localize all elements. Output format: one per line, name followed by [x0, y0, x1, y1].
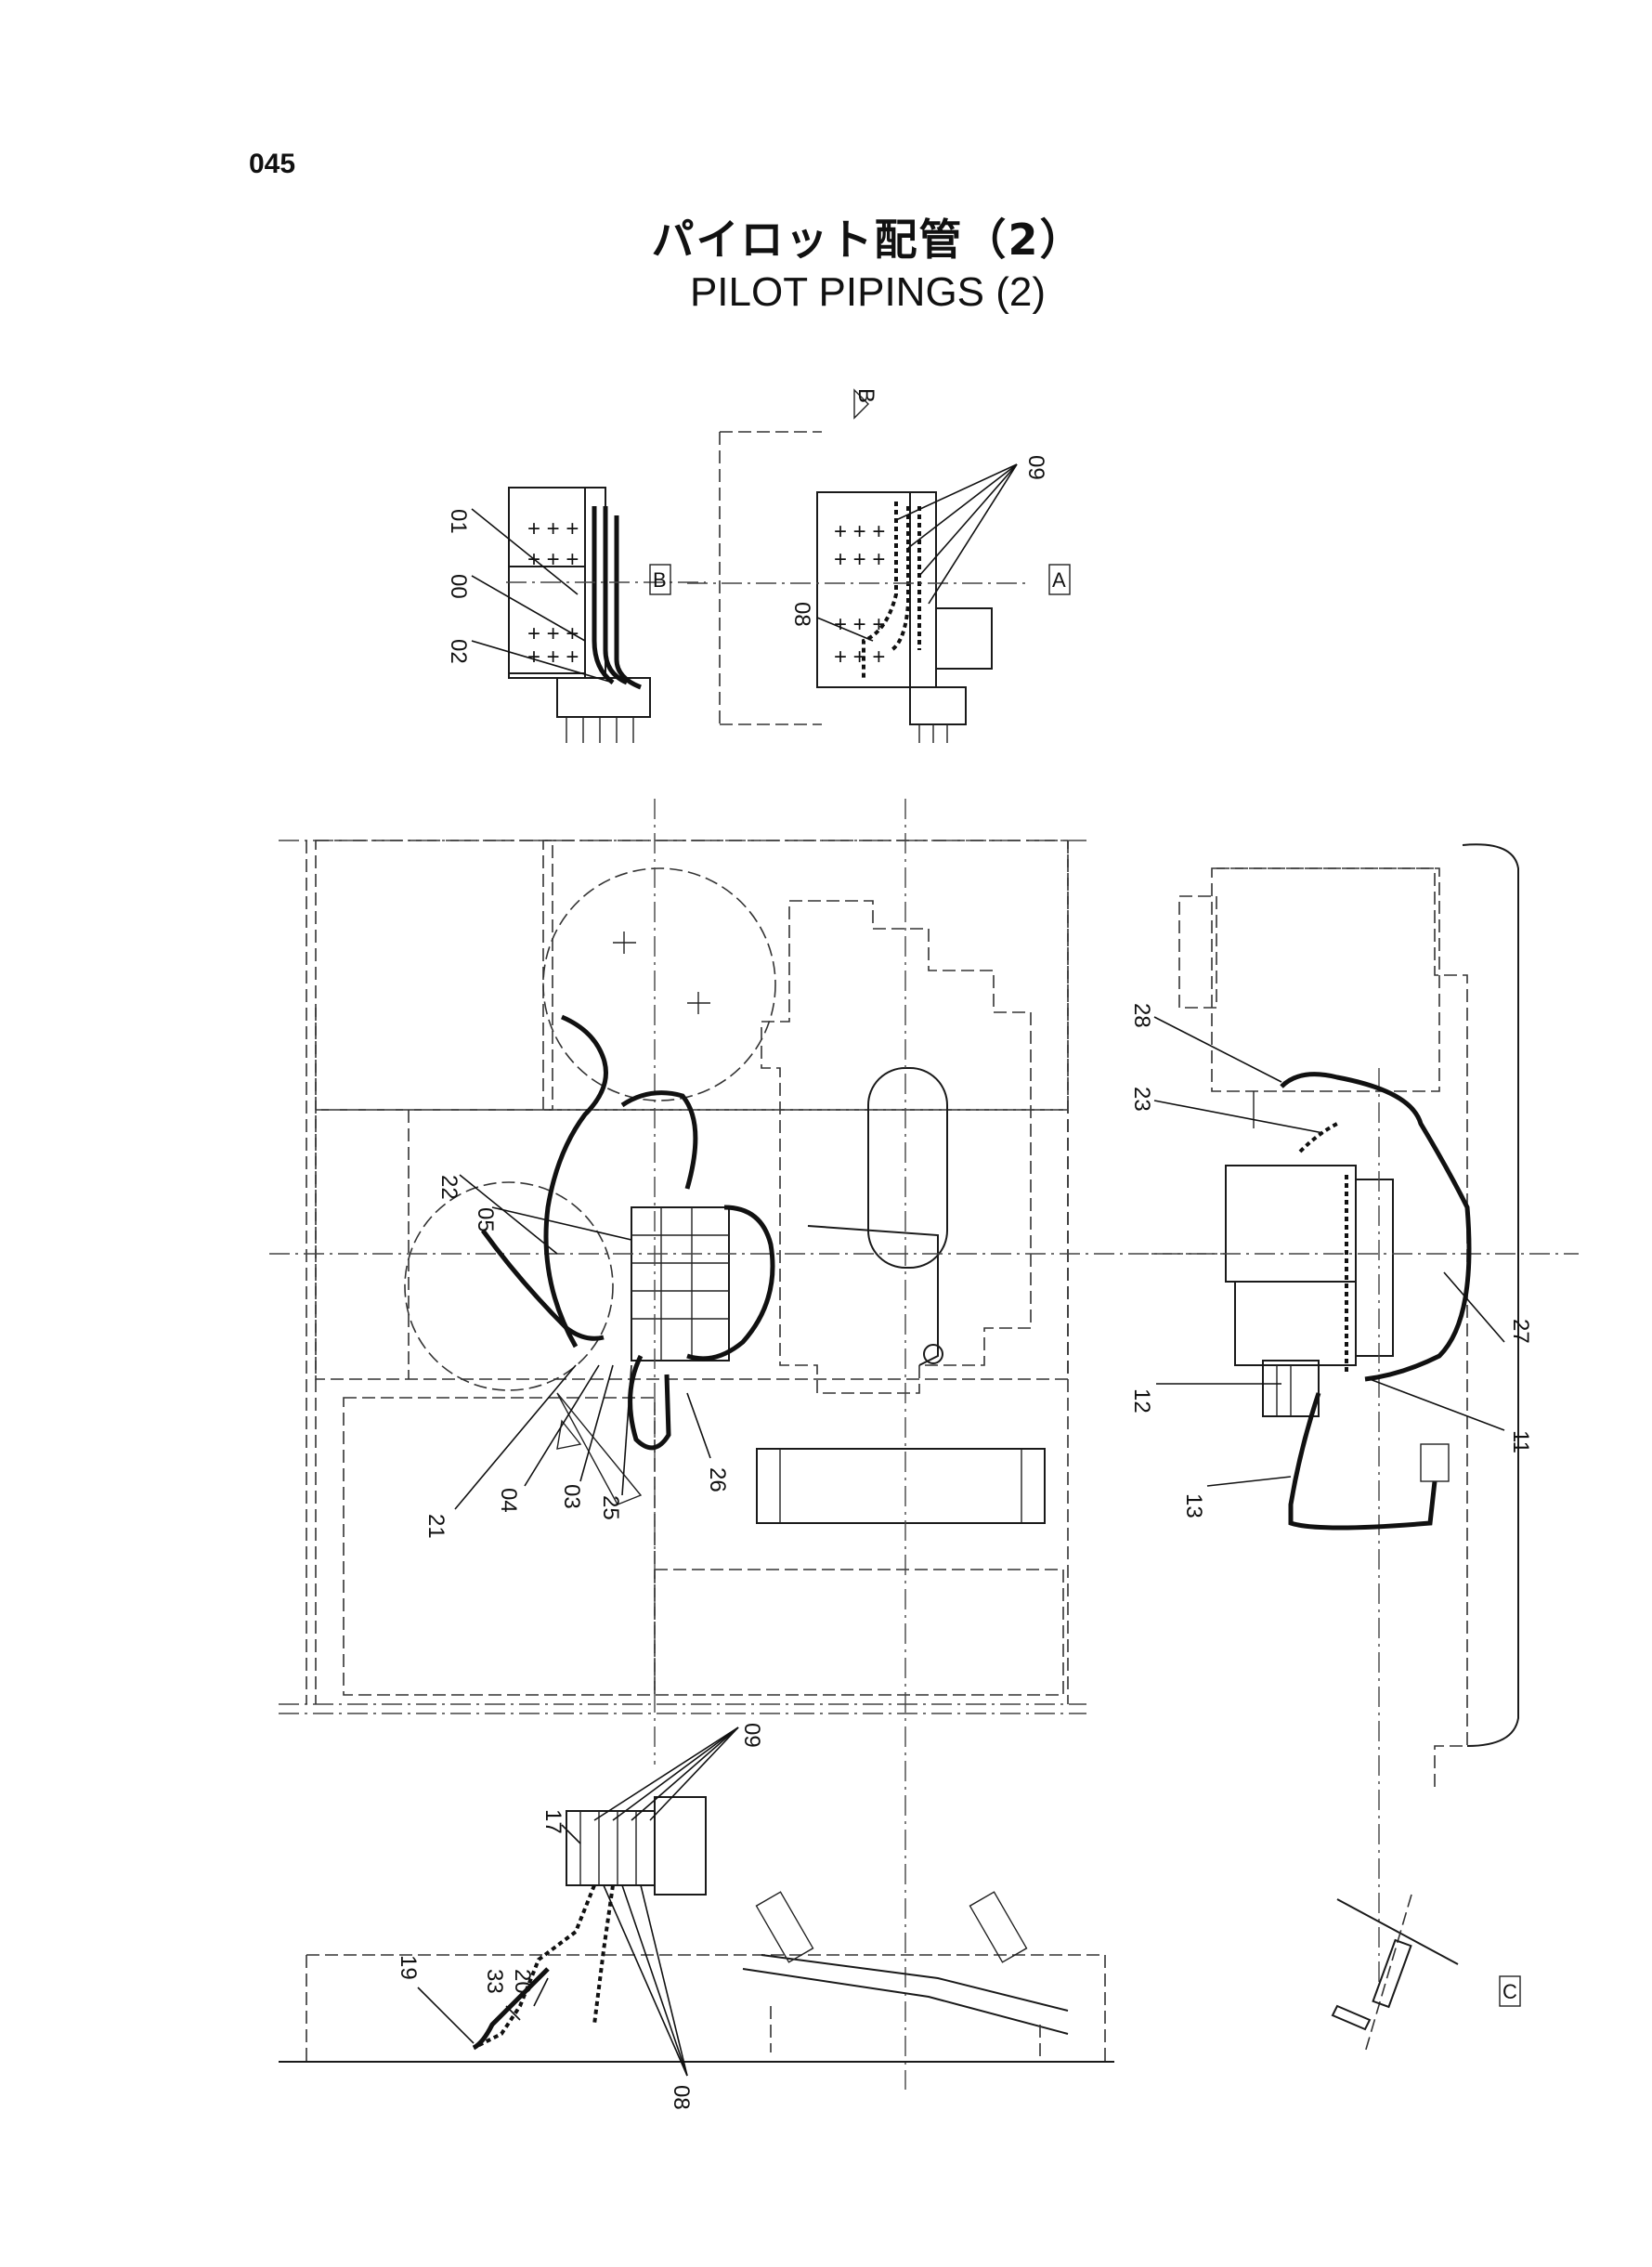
arrow-b-label: B: [853, 388, 878, 403]
title-block: パイロット配管（2） PILOT PIPINGS (2): [0, 206, 1652, 316]
title-japanese: パイロット配管（2）: [651, 215, 1085, 265]
callout-03: 03: [559, 1484, 584, 1509]
svg-text:+ + +: + + +: [527, 621, 579, 646]
callout-08-top: 08: [789, 602, 814, 627]
callout-25: 25: [598, 1495, 623, 1520]
callout-19: 19: [396, 1955, 421, 1980]
callout-08-bottom: 08: [669, 2085, 694, 2110]
callout-27: 27: [1508, 1319, 1533, 1344]
svg-text:+ + +: + + +: [834, 612, 885, 637]
right-side-view: [1151, 843, 1579, 1987]
svg-text:+ + +: + + +: [834, 645, 885, 670]
view-a-label: A: [1052, 568, 1066, 592]
callout-22: 22: [436, 1175, 462, 1200]
callout-11: 11: [1508, 1430, 1533, 1453]
page-number: 045: [249, 149, 296, 179]
callout-17: 17: [540, 1809, 566, 1834]
callout-04: 04: [496, 1488, 521, 1513]
svg-text:+ + +: + + +: [527, 516, 579, 541]
svg-text:+ + +: + + +: [527, 547, 579, 572]
view-b-label: B: [653, 568, 667, 592]
callout-26: 26: [705, 1467, 730, 1492]
lower-side-view: [279, 1713, 1114, 2077]
view-a-detail: + + + + + + + + + + + + A: [687, 388, 1071, 743]
view-b-detail: + + + + + + + + + + + + B: [471, 487, 706, 743]
main-view-frame: [269, 799, 1226, 2090]
callout-00: 00: [446, 574, 471, 599]
callout-28: 28: [1129, 1003, 1154, 1028]
callout-33: 33: [482, 1969, 507, 1994]
callout-23: 23: [1129, 1087, 1154, 1112]
svg-text:+ + +: + + +: [527, 645, 579, 670]
callout-09-bottom: 09: [739, 1723, 764, 1748]
svg-text:+ + +: + + +: [834, 519, 885, 544]
view-c-detail: C: [1331, 1894, 1521, 2053]
callout-12: 12: [1129, 1388, 1154, 1414]
callout-01: 01: [446, 509, 471, 534]
title-english: PILOT PIPINGS (2): [689, 269, 1047, 315]
svg-text:+ + +: + + +: [834, 547, 885, 572]
callout-13: 13: [1181, 1493, 1206, 1518]
callout-02: 02: [446, 639, 471, 664]
callout-05: 05: [473, 1207, 498, 1232]
callout-09-top: 09: [1023, 455, 1048, 480]
view-c-label: C: [1502, 1980, 1517, 2003]
callout-20: 20: [510, 1969, 535, 1994]
callout-21: 21: [423, 1514, 449, 1539]
